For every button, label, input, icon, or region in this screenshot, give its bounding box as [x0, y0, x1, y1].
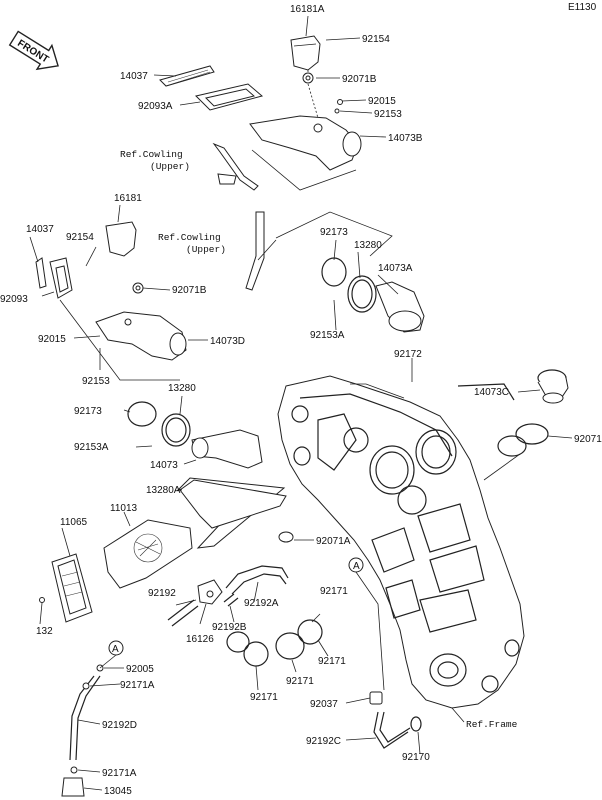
- label-92093: 92093: [0, 294, 28, 305]
- label-132: 132: [36, 626, 53, 637]
- leader-lines: [29, 15, 573, 791]
- air-cleaner: [39, 477, 294, 623]
- label-16181a: 16181A: [290, 4, 325, 15]
- label-13045: 13045: [104, 786, 132, 797]
- label-92171a-top: 92171A: [120, 680, 155, 691]
- label-13280-mid: 13280: [168, 383, 196, 394]
- label-16126: 16126: [186, 634, 214, 645]
- label-92037: 92037: [310, 699, 338, 710]
- ref-cowling-upper-2-line2: (Upper): [186, 244, 226, 255]
- label-92192d: 92192D: [102, 720, 137, 731]
- label-92173-mid: 92173: [74, 406, 102, 417]
- label-92015-top: 92015: [368, 96, 396, 107]
- label-92192b: 92192B: [212, 622, 247, 633]
- label-92071b-top: 92071B: [342, 74, 377, 85]
- ref-cowling-upper-1-line1: Ref.Cowling: [120, 149, 183, 160]
- label-92171-b: 92171: [318, 656, 346, 667]
- upper-duct-assembly: [159, 35, 362, 191]
- label-92093a: 92093A: [138, 101, 173, 112]
- label-11013: 11013: [110, 503, 138, 514]
- duct-clamps: [127, 211, 425, 469]
- label-92171-a: 92171: [320, 586, 348, 597]
- hoses: [61, 557, 422, 797]
- diagram-code: E1130: [568, 2, 597, 13]
- ref-cowling-upper-2-line1: Ref.Cowling: [158, 232, 221, 243]
- label-92153a-top: 92153A: [310, 330, 345, 341]
- label-92153a-mid: 92153A: [74, 442, 109, 453]
- label-14037-left: 14037: [26, 224, 54, 235]
- label-92170: 92170: [402, 752, 430, 763]
- label-16181: 16181: [114, 193, 142, 204]
- label-92071b-left: 92071B: [172, 285, 207, 296]
- callout-a-hose-letter: A: [112, 644, 119, 655]
- ref-frame-label: Ref.Frame: [466, 719, 518, 730]
- label-14037-top: 14037: [120, 71, 148, 82]
- main-frame: [277, 369, 569, 709]
- label-92172: 92172: [394, 349, 422, 360]
- label-92171-c: 92171: [286, 676, 314, 687]
- label-14073c: 14073C: [474, 387, 509, 398]
- label-92071a: 92071A: [316, 536, 351, 547]
- label-92154-left: 92154: [66, 232, 94, 243]
- label-92153-top: 92153: [374, 109, 402, 120]
- label-14073a: 14073A: [378, 263, 413, 274]
- label-92015-left: 92015: [38, 334, 66, 345]
- label-92005: 92005: [126, 664, 154, 675]
- callout-a-frame-letter: A: [353, 561, 360, 572]
- label-14073: 14073: [150, 460, 178, 471]
- front-arrow-icon: FRONT: [8, 30, 59, 71]
- left-duct-assembly: [35, 211, 277, 381]
- label-92192c: 92192C: [306, 736, 341, 747]
- label-14073d: 14073D: [210, 336, 245, 347]
- label-13280-top: 13280: [354, 240, 382, 251]
- label-92171-d: 92171: [250, 692, 278, 703]
- label-11065: 11065: [60, 517, 88, 528]
- label-92154-top: 92154: [362, 34, 390, 45]
- label-14073b: 14073B: [388, 133, 423, 144]
- label-92153-left: 92153: [82, 376, 110, 387]
- label-92173-top: 92173: [320, 227, 348, 238]
- label-92171a-bot: 92171A: [102, 768, 137, 779]
- label-92192a: 92192A: [244, 598, 279, 609]
- part-labels: 16181A 92154 14037 92071B 92093A 92015 9…: [0, 4, 602, 797]
- label-92071-right: 92071: [574, 434, 602, 445]
- label-92192: 92192: [148, 588, 176, 599]
- ref-cowling-upper-1-line2: (Upper): [150, 161, 190, 172]
- label-13280a: 13280A: [146, 485, 181, 496]
